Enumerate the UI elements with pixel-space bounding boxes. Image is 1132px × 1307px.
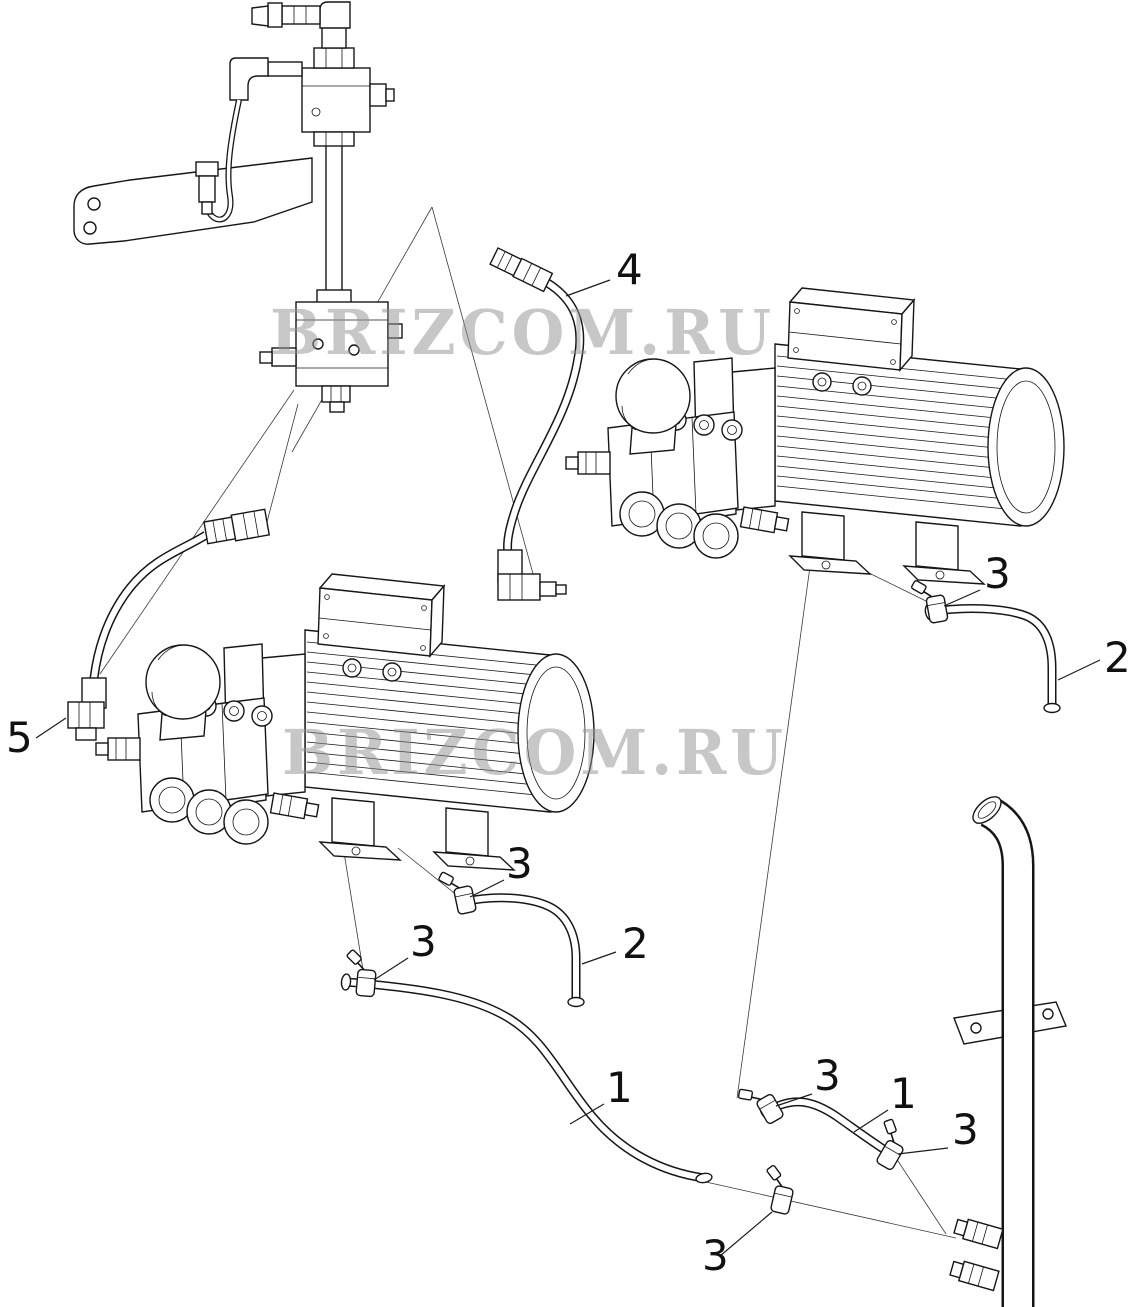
- callout-2-label: 2: [622, 919, 649, 968]
- hose-4-top-fitting: [489, 247, 554, 293]
- sensor: [195, 161, 219, 215]
- watermark-text: BRIZCOM.RU: [270, 296, 775, 369]
- callout-3-label: 3: [984, 549, 1011, 598]
- riser-pipe: [325, 130, 343, 294]
- callout-labels: 4 3 2 5 3 3 2 1 3 1 3 3: [6, 245, 1131, 1280]
- hose-4-elbow: [497, 549, 567, 601]
- standpipe: [949, 796, 1067, 1307]
- callout-2-label: 2: [1104, 633, 1131, 682]
- hose-5-elbow: [67, 677, 107, 741]
- hose-clamp: [734, 1075, 786, 1133]
- hose-4: [489, 247, 585, 601]
- hose-clamp: [908, 574, 949, 627]
- watermark-text: BRIZCOM.RU: [282, 716, 787, 789]
- standpipe-fitting-1: [953, 1218, 1004, 1250]
- callout-3-label: 3: [952, 1105, 979, 1154]
- callout-3-label: 3: [410, 917, 437, 966]
- callout-1-label: 1: [890, 1069, 917, 1118]
- callout-4-label: 4: [616, 245, 643, 294]
- manifold-block: [259, 301, 403, 413]
- standpipe-fitting-2: [949, 1260, 1000, 1292]
- callout-3-label: 3: [702, 1231, 729, 1280]
- hose-clamp: [756, 1162, 799, 1216]
- hose-clamp: [436, 865, 478, 919]
- hose-1-long: [340, 973, 713, 1184]
- unloader-valve-assembly: [73, 1, 395, 305]
- callout-5-label: 5: [6, 713, 33, 762]
- mounting-bracket: [73, 157, 313, 245]
- hose-5-fitting: [203, 508, 271, 545]
- callout-3-label: 3: [814, 1051, 841, 1100]
- leader-lines: [35, 279, 1101, 1257]
- callout-3-label: 3: [506, 839, 533, 888]
- valve-block: [301, 67, 371, 133]
- watermarks: BRIZCOM.RU BRIZCOM.RU: [270, 296, 787, 789]
- hose-5: [67, 508, 271, 741]
- callout-1-label: 1: [606, 1063, 633, 1112]
